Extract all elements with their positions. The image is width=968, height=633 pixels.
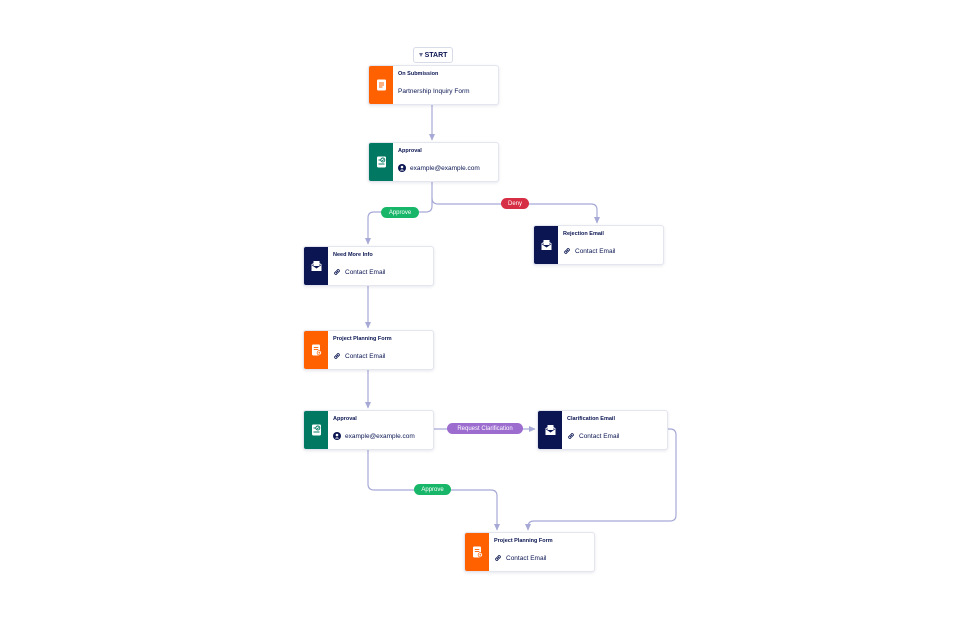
node-project-planning-form-2[interactable]: Project Planning Form Contact Email [464,532,595,572]
node-title: Need More Info [333,252,373,258]
form-icon-bar [465,533,489,571]
document-icon [376,79,386,91]
approval-icon [376,156,386,168]
form-icon [472,546,483,558]
node-rejection-email[interactable]: Rejection Email Contact Email [533,225,664,265]
node-subtitle: Partnership Inquiry Form [398,87,470,95]
node-on-submission[interactable]: On Submission Partnership Inquiry Form [368,65,499,105]
node-title: Rejection Email [563,231,604,237]
start-label: START [424,51,448,59]
node-recipient: Contact Email [333,350,385,362]
deny-label[interactable]: Deny [501,198,529,209]
node-recipient: Contact Email [563,245,615,257]
node-title: Approval [333,416,357,422]
assignee-email: example@example.com [410,164,480,172]
edge-approval-to-rejection [431,197,600,224]
node-assignee: example@example.com [398,162,480,174]
email-icon [540,240,552,250]
node-title: Approval [398,148,422,154]
edge-clarification-to-final-form [525,428,677,531]
node-recipient: Contact Email [494,552,546,564]
recipient-field: Contact Email [575,247,616,255]
start-marker: START [413,47,453,63]
recipient-field: Contact Email [506,554,547,562]
link-icon [564,248,570,254]
node-title: Project Planning Form [333,336,392,342]
request-clarification-label[interactable]: Request Clarification [447,423,523,434]
node-recipient: Contact Email [333,266,385,278]
link-icon [334,269,340,275]
node-title: Project Planning Form [494,538,553,544]
email-icon [544,425,556,435]
link-icon [334,353,340,359]
user-icon [398,164,406,172]
recipient-field: Contact Email [579,432,620,440]
node-approval-1[interactable]: Approval example@example.com [368,142,499,182]
link-icon [495,555,501,561]
node-title: On Submission [398,71,439,77]
node-need-more-info[interactable]: Need More Info Contact Email [303,246,434,286]
approval-icon-bar [304,411,328,449]
node-project-planning-form-1[interactable]: Project Planning Form Contact Email [303,330,434,370]
email-icon-bar [538,411,562,449]
approval-icon [311,424,321,436]
email-icon [310,261,322,271]
recipient-field: Contact Email [345,352,386,360]
assignee-email: example@example.com [345,432,415,440]
email-icon-bar [304,247,328,285]
approve-label-2[interactable]: Approve [414,484,451,495]
form-icon [311,344,322,356]
filter-icon [418,53,423,57]
link-icon [568,433,574,439]
node-title: Clarification Email [567,416,615,422]
form-icon-bar [304,331,328,369]
approval-icon-bar [369,143,393,181]
node-assignee: example@example.com [333,430,415,442]
recipient-field: Contact Email [345,268,386,276]
node-recipient: Contact Email [567,430,619,442]
email-icon-bar [534,226,558,264]
form-icon-bar [369,66,393,104]
node-clarification-email[interactable]: Clarification Email Contact Email [537,410,668,450]
approve-label-1[interactable]: Approve [381,207,419,218]
user-icon [333,432,341,440]
node-approval-2[interactable]: Approval example@example.com [303,410,434,450]
